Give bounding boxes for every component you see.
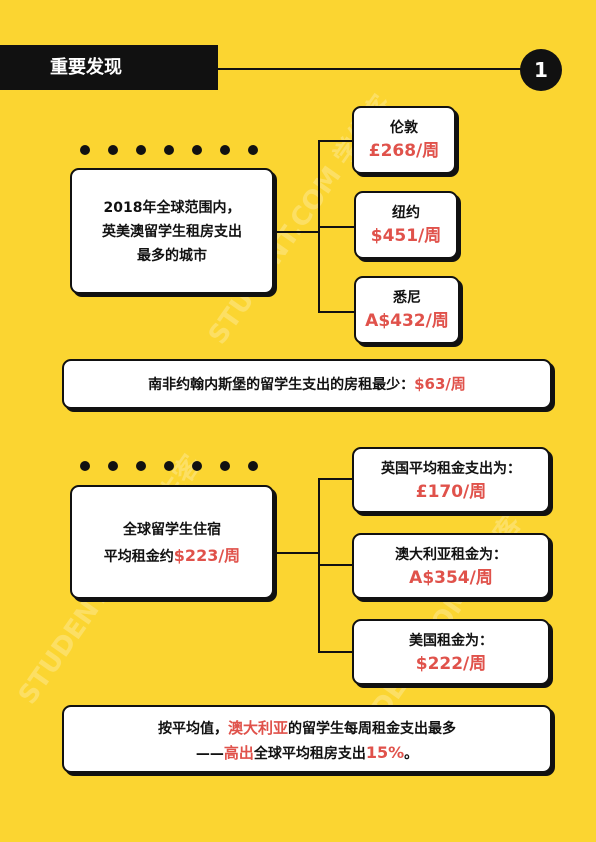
global-average-box: 全球留学生住宿 平均租金约$223/周 [70, 485, 274, 599]
country-label: 英国平均租金支出为： [381, 461, 521, 477]
city-card-london: 伦敦 £268/周 [352, 106, 456, 174]
section-number-badge: 1 [520, 49, 562, 91]
city-price: $451/周 [370, 226, 442, 246]
connector [318, 226, 354, 228]
global-average-label: 平均租金约 [103, 549, 174, 565]
city-name: 纽约 [392, 205, 420, 221]
connector [274, 552, 319, 554]
lowest-rent-value: $63/周 [414, 375, 466, 393]
country-price: A$354/周 [409, 568, 493, 588]
connector [318, 311, 354, 313]
city-price: A$432/周 [365, 311, 449, 331]
connector [318, 478, 352, 480]
lowest-rent-text: 南非约翰内斯堡的留学生支出的房租最少： [148, 377, 415, 393]
conclusion-box: 按平均值，澳大利亚的留学生每周租金支出最多 ——高出全球平均租房支出15%。 [62, 705, 552, 773]
lowest-rent-box: 南非约翰内斯堡的留学生支出的房租最少：$63/周 [62, 359, 552, 409]
connector [318, 651, 352, 653]
country-card-uk: 英国平均租金支出为： £170/周 [352, 447, 550, 513]
country-card-us: 美国租金为： $222/周 [352, 619, 550, 685]
conclusion-line1: 按平均值，澳大利亚的留学生每周租金支出最多 [157, 719, 456, 737]
top-cities-line2: 英美澳留学生租房支出 [102, 224, 242, 240]
country-card-australia: 澳大利亚租金为： A$354/周 [352, 533, 550, 599]
country-price: £170/周 [415, 482, 487, 502]
global-average-value: $223/周 [173, 546, 241, 565]
connector [274, 231, 319, 233]
country-price: $222/周 [415, 654, 487, 674]
section-title: 重要发现 [50, 57, 122, 78]
city-card-sydney: 悉尼 A$432/周 [354, 276, 460, 344]
connector [318, 140, 352, 142]
top-cities-box: 2018年全球范围内， 英美澳留学生租房支出 最多的城市 [70, 168, 274, 294]
connector [318, 564, 352, 566]
header-rule [218, 68, 523, 70]
city-card-newyork: 纽约 $451/周 [354, 191, 458, 259]
country-label: 美国租金为： [409, 633, 493, 649]
country-label: 澳大利亚租金为： [395, 547, 507, 563]
conclusion-line2: ——高出全球平均租房支出15%。 [195, 743, 419, 762]
city-name: 悉尼 [393, 290, 421, 306]
top-cities-line1: 2018年全球范围内， [103, 200, 241, 216]
city-name: 伦敦 [390, 120, 418, 136]
city-price: £268/周 [368, 141, 440, 161]
global-average-line1: 全球留学生住宿 [123, 522, 221, 538]
top-cities-line3: 最多的城市 [137, 248, 207, 264]
section-header: 重要发现 [0, 45, 218, 90]
